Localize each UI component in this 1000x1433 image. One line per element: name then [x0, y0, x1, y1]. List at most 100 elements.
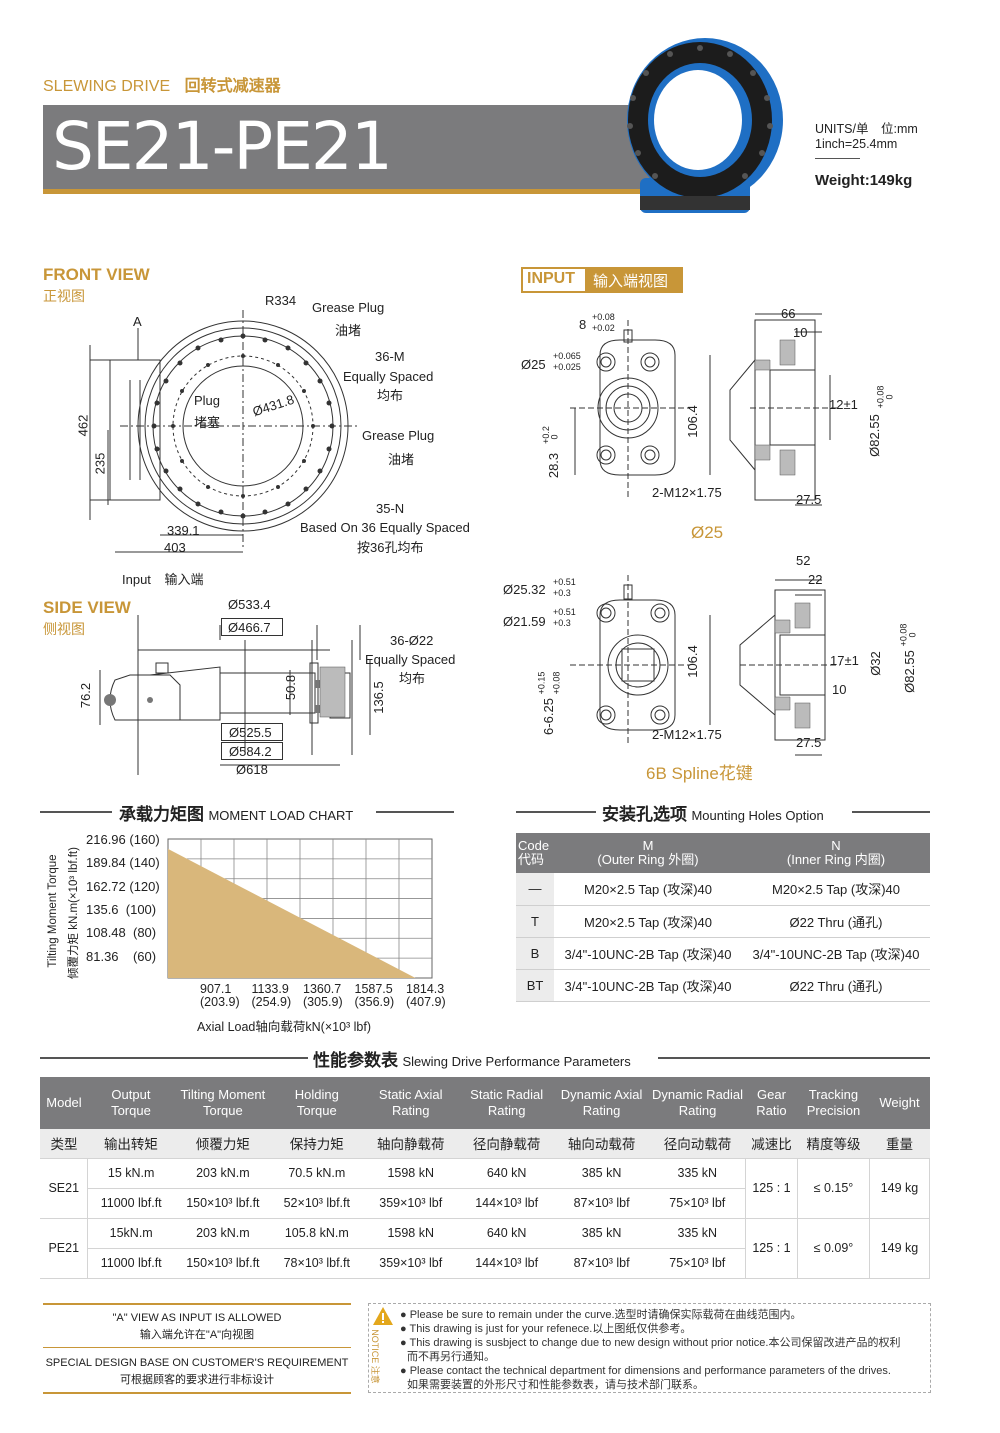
moment-load-chart: [167, 838, 433, 979]
mh-code: —: [516, 873, 554, 906]
pp-header-text: Static Radial: [470, 1087, 544, 1102]
chart-x-tick: (305.9): [303, 995, 343, 1009]
side-dim-525-box: [221, 723, 283, 741]
mounting-heading: 安装孔选项 Mounting Holes Option: [602, 800, 824, 825]
pp-header-cn: 类型: [40, 1129, 88, 1159]
notice-item: ● This drawing is just for your refenece…: [400, 1323, 692, 1335]
spline-m12: 2-M12×1.75: [652, 727, 722, 742]
spline-dim-2159: Ø21.59: [503, 614, 546, 629]
pp-header-text: Tilting Moment: [180, 1087, 266, 1102]
moment-chart-title-en: MOMENT LOAD CHART: [208, 808, 354, 823]
spline-dim-22: 22: [808, 572, 823, 587]
d25-dim-106: 106.4: [684, 405, 700, 438]
spline-tol-625-bot: +0.08: [551, 671, 562, 695]
front-view-title: FRONT VIEW: [43, 265, 150, 284]
pp-ratio: 125 : 1: [745, 1158, 798, 1219]
pp-cell: 11000 lbf.ft: [87, 1248, 174, 1279]
mh-code: B: [516, 937, 554, 970]
notice-list: ● Please be sure to remain under the cur…: [400, 1308, 928, 1392]
pp-cell: 78×10³ lbf.ft: [271, 1248, 362, 1279]
front-dim-235: 235: [92, 452, 108, 475]
d25-tol-8-bot: +0.02: [592, 323, 615, 333]
chart-x-tick: 1360.7: [303, 982, 342, 996]
pp-cell: 70.5 kN.m: [271, 1158, 362, 1189]
pp-cell: 203 kN.m: [173, 1158, 272, 1189]
chart-y-tick: 216.96 (160): [86, 832, 160, 847]
side-dim-584: Ø584.2: [229, 744, 272, 759]
mh-code: BT: [516, 969, 554, 1002]
input-drawing-spline: [570, 575, 840, 756]
pp-header-text: Dynamic Axial: [560, 1087, 643, 1102]
spline-dim-27: 27.5: [796, 735, 822, 750]
d25-dim-25: Ø25: [521, 357, 546, 372]
spline-dim-2532: Ø25.32: [503, 582, 546, 597]
pp-header-text: Output: [111, 1087, 151, 1102]
front-label-input-en: Input: [122, 572, 151, 587]
side-label-equally-cn: 均布: [399, 671, 426, 686]
warning-icon: [373, 1307, 393, 1325]
d25-dim-28: 28.3: [546, 452, 562, 479]
front-view-subtitle: 正视图: [43, 288, 85, 304]
d25-dim-27: 27.5: [796, 492, 822, 507]
chart-x-tick: (356.9): [354, 995, 395, 1009]
spline-dim-17: 17±1: [830, 653, 859, 668]
pp-model-name: PE21: [40, 1218, 88, 1279]
pp-cell: 385 kN: [553, 1218, 650, 1249]
pp-header-text: Gear: [757, 1087, 786, 1102]
d25-tol-25-bot: +0.025: [553, 362, 581, 372]
side-view-title: SIDE VIEW: [43, 598, 131, 617]
footer-note-a-en: "A" VIEW AS INPUT IS ALLOWED: [112, 1312, 282, 1324]
mh-m: M20×2.5 Tap (攻深)40: [554, 905, 742, 938]
moment-chart-title-cn: 承载力矩图: [119, 805, 204, 824]
chart-x-tick: (254.9): [251, 995, 292, 1009]
mh-header-n-top: N: [831, 838, 841, 853]
pp-header: Model: [40, 1077, 88, 1129]
front-dim-339: 339.1: [167, 523, 200, 538]
footer-note-a-cn: 输入端允许在"A"向视图: [139, 1329, 255, 1341]
pp-header-cn: 倾覆力矩: [173, 1129, 272, 1159]
input-view-title: 输入端视图: [593, 273, 669, 290]
d25-caption: Ø25: [691, 523, 724, 542]
pp-header-text: Torque: [202, 1103, 243, 1118]
table-row: B 3/4"-10UNC-2B Tap (攻深)40 3/4"-10UNC-2B…: [516, 937, 930, 970]
mh-header-m-bot: (Outer Ring 外圈): [597, 852, 699, 867]
pp-header-cn: 减速比: [745, 1129, 798, 1159]
weight-label: Weight:149kg: [815, 172, 913, 189]
pp-header-text: Torque: [111, 1103, 151, 1118]
moment-chart-heading: 承载力矩图 MOMENT LOAD CHART: [119, 800, 353, 825]
pp-cell: 335 kN: [649, 1158, 746, 1189]
front-label-a: A: [133, 314, 142, 329]
pp-header-text: Static Axial: [378, 1087, 443, 1102]
mounting-holes-table: Code 代码 M (Outer Ring 外圈) N (Inner Ring …: [516, 833, 930, 1002]
notice-item: 如果需要装置的外形尺寸和性能参数表，请与技术部门联系。: [400, 1378, 928, 1392]
pp-cell: 1598 kN: [361, 1158, 460, 1189]
performance-rule-right: [658, 1057, 930, 1059]
mounting-rule-left: [516, 811, 596, 813]
units-line2: 1inch=25.4mm: [815, 137, 898, 151]
pp-cell: 52×10³ lbf.ft: [271, 1188, 362, 1219]
front-label-input: Input 输入端: [122, 569, 204, 588]
model-title: SE21-PE21: [52, 108, 393, 185]
mounting-title-en: Mounting Holes Option: [691, 808, 824, 823]
pp-header-text: Rating: [487, 1103, 526, 1118]
side-label-holes: 36-Ø22: [390, 633, 434, 648]
units-divider: [815, 158, 860, 159]
side-dim-466-box: [221, 618, 283, 636]
d25-tol-82-bot: 0: [884, 394, 895, 400]
side-dim-50: 50.8: [283, 674, 299, 701]
footer-note-b-en: SPECIAL DESIGN BASE ON CUSTOMER'S REQUIR…: [45, 1357, 349, 1369]
mh-m: 3/4"-10UNC-2B Tap (攻深)40: [554, 969, 742, 1002]
pp-header-cn: 径向静载荷: [459, 1129, 554, 1159]
spline-tol-2159-bot: +0.3: [553, 618, 571, 628]
pp-header-text: Precision: [806, 1103, 861, 1118]
front-label-equally-spaced: Equally Spaced: [343, 369, 434, 384]
pp-cell: 15kN.m: [87, 1218, 174, 1249]
mh-header-n: N (Inner Ring 内圈): [742, 833, 930, 873]
pp-cell: 203 kN.m: [173, 1218, 272, 1249]
pp-header-text: Weight: [879, 1095, 920, 1110]
pp-model-name: SE21: [40, 1158, 88, 1219]
pp-cell: 87×10³ lbf: [553, 1188, 650, 1219]
notice-text: This drawing is susbject to change due t…: [409, 1337, 901, 1349]
pp-cell: 11000 lbf.ft: [87, 1188, 174, 1219]
